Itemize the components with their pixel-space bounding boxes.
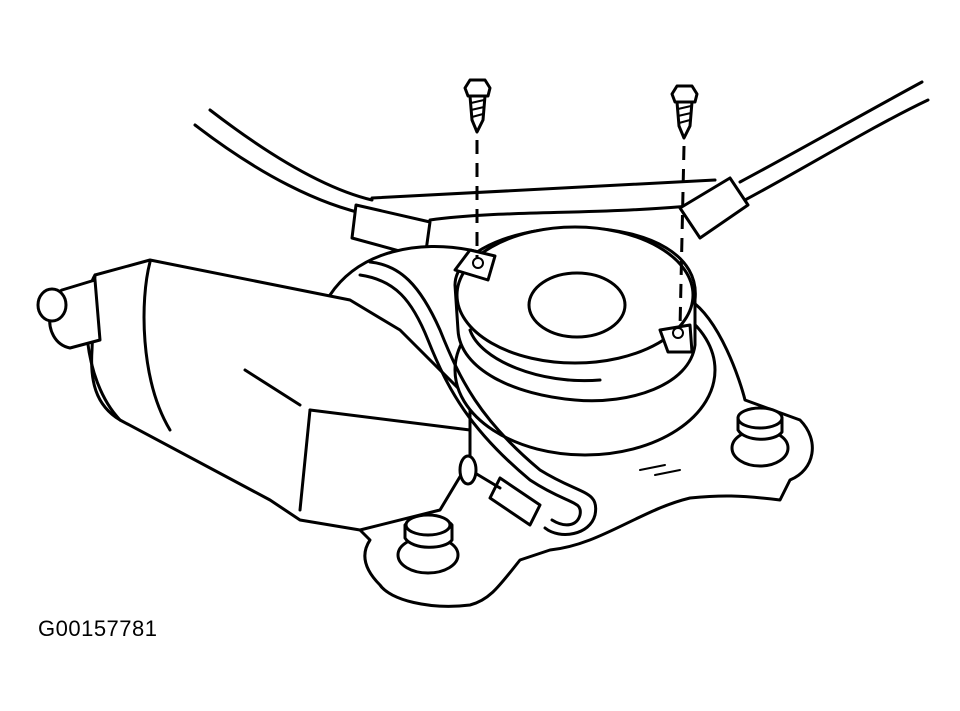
drum-center-hole	[527, 271, 627, 339]
motor-end-cap	[36, 278, 102, 350]
screw-guide-line-right	[678, 145, 686, 329]
figure-id-label: G00157781	[38, 616, 158, 641]
base-bolt-left	[396, 513, 460, 575]
motor-housing	[84, 258, 472, 532]
window-regulator-cables	[193, 80, 930, 222]
drum-housing	[453, 225, 717, 457]
base-bolt-right	[730, 406, 790, 468]
mounting-tab-right	[658, 323, 694, 354]
screw-left	[463, 78, 492, 134]
wire-harness	[358, 260, 598, 536]
screw-right	[670, 84, 699, 140]
cable-sleeve-right	[678, 176, 750, 240]
mounting-tab-left	[453, 248, 497, 282]
